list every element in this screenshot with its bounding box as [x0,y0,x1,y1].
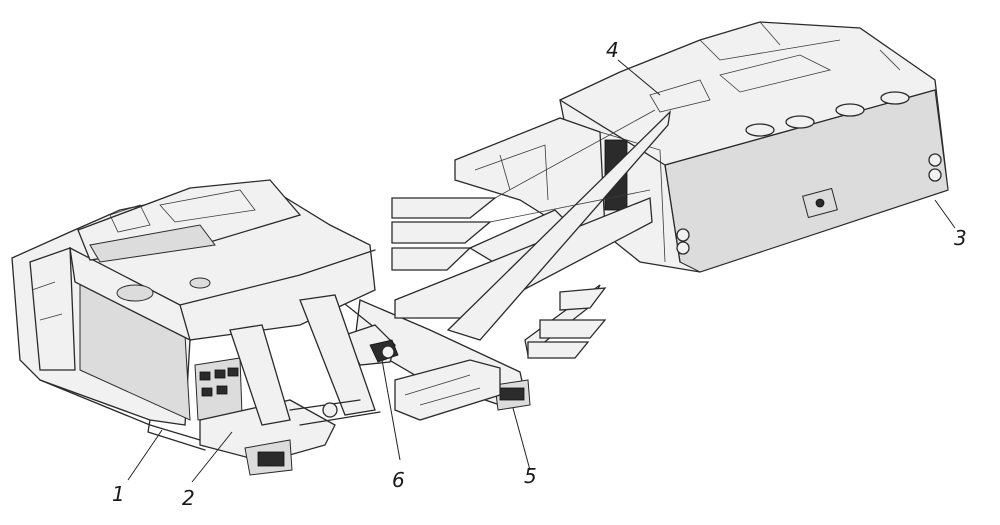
leader-lines [127,59,956,483]
callout-1: 1 [112,482,125,506]
callout-5: 5 [524,464,537,488]
exploded-plates [391,109,671,359]
middle-frame [299,284,531,421]
rear-module [454,21,949,273]
callout-2: 2 [182,486,195,510]
front-module [11,179,381,476]
callout-4: 4 [606,38,619,62]
callout-3: 3 [954,226,967,250]
callout-6: 6 [392,468,405,492]
